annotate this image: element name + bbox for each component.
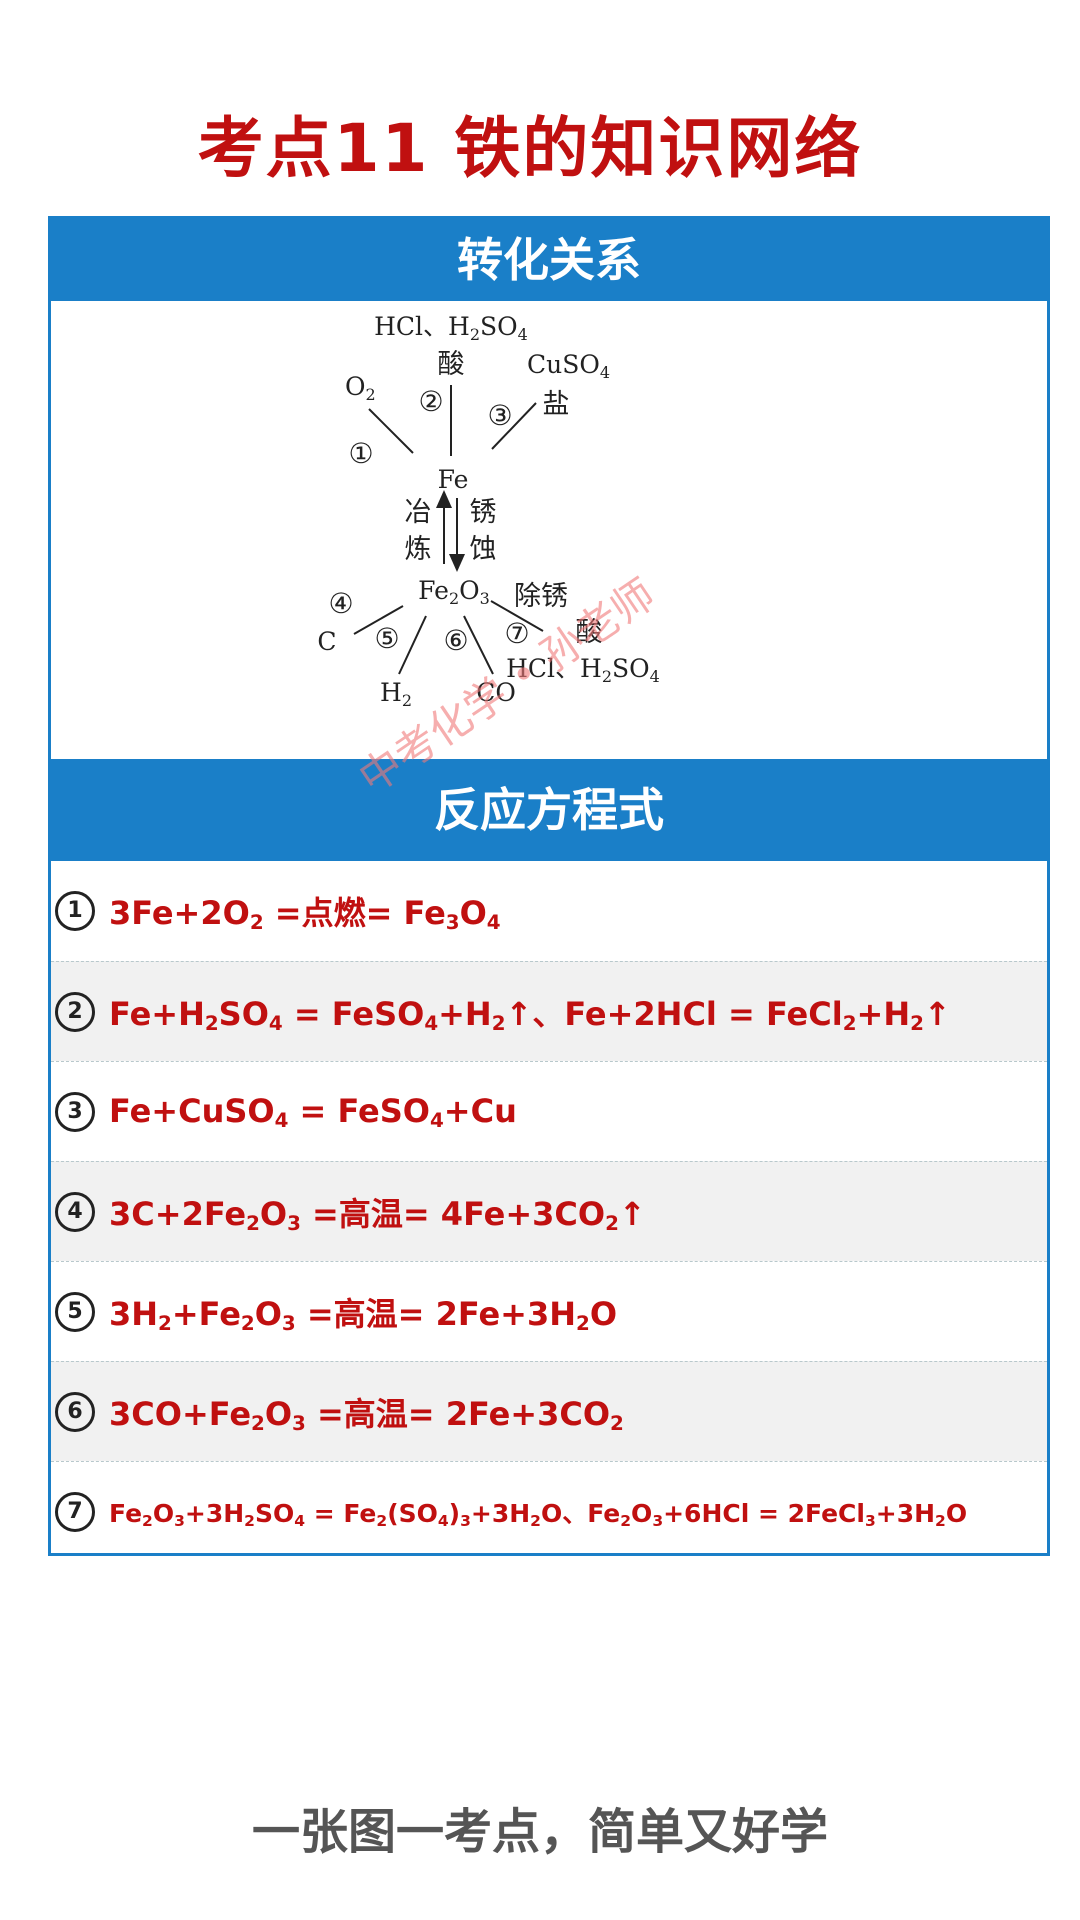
conversion-diagram: HCl、H2SO4 酸 O2 ② CuSO4 盐 ③ ① Fe 冶 炼 锈 蚀 … — [51, 301, 1047, 759]
equation-number: 3 — [55, 1091, 95, 1132]
num-5: ⑤ — [374, 622, 399, 655]
equation-list: 1 3Fe+2O2 =点燃= Fe3O4 2 Fe+H2SO4 = FeSO4+… — [51, 861, 1047, 1561]
label-smelt-2: 炼 — [405, 534, 432, 565]
equation-text: Fe+H2SO4 = FeSO4+H2↑、Fe+2HCl = FeCl2+H2↑ — [109, 994, 951, 1035]
line-co — [463, 615, 494, 675]
line-cuso4 — [491, 402, 537, 450]
label-co: CO — [476, 678, 516, 707]
diagram-svg: HCl、H2SO4 酸 O2 ② CuSO4 盐 ③ ① Fe 冶 炼 锈 蚀 … — [317, 312, 660, 710]
num-6: ⑥ — [443, 624, 468, 657]
equation-row-5: 5 3H2+Fe2O3 =高温= 2Fe+3H2O — [51, 1261, 1047, 1361]
label-rust-2: 蚀 — [470, 534, 497, 565]
equation-row-2: 2 Fe+H2SO4 = FeSO4+H2↑、Fe+2HCl = FeCl2+H… — [51, 961, 1047, 1061]
line-c — [353, 605, 404, 635]
label-smelt-1: 冶 — [405, 497, 432, 528]
equation-text: 3Fe+2O2 =点燃= Fe3O4 — [109, 894, 501, 934]
equation-row-4: 4 3C+2Fe2O3 =高温= 4Fe+3CO2↑ — [51, 1161, 1047, 1261]
label-c: C — [317, 627, 336, 656]
equation-number: 1 — [55, 891, 95, 931]
label-acid2-formula: HCl、H2SO4 — [506, 654, 660, 686]
label-derust: 除锈 — [514, 581, 568, 612]
equation-row-1: 1 3Fe+2O2 =点燃= Fe3O4 — [51, 861, 1047, 961]
label-rust-1: 锈 — [470, 497, 497, 528]
num-1: ① — [348, 437, 373, 470]
line-h2 — [398, 615, 427, 675]
equation-number: 2 — [55, 991, 95, 1032]
label-o2: O2 — [345, 372, 376, 404]
equation-text: Fe+CuSO4 = FeSO4+Cu — [109, 1091, 517, 1132]
footer-slogan: 一张图一考点，简单又好学 — [251, 1804, 828, 1860]
label-acid: 酸 — [438, 349, 465, 380]
content-frame: 转化关系 HCl、H2SO4 酸 O2 ② CuSO4 盐 — [48, 216, 1050, 1556]
equation-number: 4 — [55, 1191, 95, 1232]
label-h2: H2 — [380, 678, 412, 710]
line-o2 — [368, 408, 414, 454]
equation-number: 7 — [55, 1491, 95, 1532]
section-header-conversion: 转化关系 — [51, 219, 1047, 301]
label-fe2o3: Fe2O3 — [418, 576, 490, 608]
num-3: ③ — [487, 399, 512, 432]
page-title: 考点11 铁的知识网络 — [197, 110, 863, 187]
label-acid-formula: HCl、H2SO4 — [374, 312, 528, 344]
label-salt: 盐 — [543, 389, 570, 420]
section-header-equations: 反应方程式 — [51, 759, 1047, 861]
num-7: ⑦ — [504, 617, 529, 650]
num-4: ④ — [328, 587, 353, 620]
line-derust — [490, 600, 544, 632]
label-cuso4: CuSO4 — [527, 350, 610, 382]
equation-number: 6 — [55, 1391, 95, 1432]
label-acid-2: 酸 — [576, 617, 603, 648]
equation-text: 3H2+Fe2O3 =高温= 2Fe+3H2O — [109, 1294, 618, 1335]
equation-text: 3CO+Fe2O3 =高温= 2Fe+3CO2 — [109, 1394, 624, 1435]
equation-row-6: 6 3CO+Fe2O3 =高温= 2Fe+3CO2 — [51, 1361, 1047, 1461]
equation-text: 3C+2Fe2O3 =高温= 4Fe+3CO2↑ — [109, 1194, 646, 1235]
num-2: ② — [418, 385, 443, 418]
equation-row-7: 7 Fe2O3+3H2SO4 = Fe2(SO4)3+3H2O、Fe2O3+6H… — [51, 1461, 1047, 1561]
equation-row-3: 3 Fe+CuSO4 = FeSO4+Cu — [51, 1061, 1047, 1161]
equation-number: 5 — [55, 1291, 95, 1332]
equation-text: Fe2O3+3H2SO4 = Fe2(SO4)3+3H2O、Fe2O3+6HCl… — [109, 1498, 968, 1530]
label-fe: Fe — [438, 465, 469, 494]
